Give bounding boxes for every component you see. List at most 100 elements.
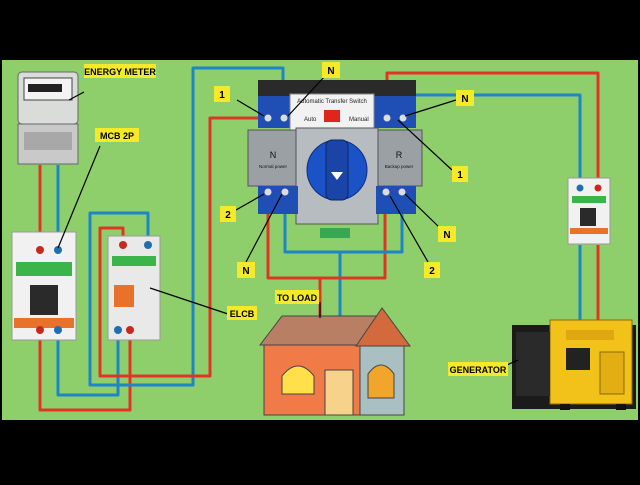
- marker-bottom-2: [424, 262, 440, 278]
- mcb-orange-band: [14, 318, 74, 328]
- to-load-label: TO LOAD: [277, 293, 318, 303]
- mcb-2p-tag: [95, 128, 139, 142]
- elcb-label: ELCB: [230, 309, 255, 319]
- marker-right-n-text: N: [461, 94, 468, 105]
- generator-foot-right: [616, 404, 626, 410]
- wire-load-live-right: [320, 200, 387, 280]
- energy-meter-label: ENERGY METER: [84, 67, 156, 77]
- wire-load-live-left: [266, 200, 322, 318]
- marker-right-n: [456, 90, 474, 106]
- generator-door: [599, 351, 625, 395]
- elcb-brand-strip: [112, 256, 156, 266]
- wire-elcb-ats-live: [98, 116, 264, 378]
- pointer-right-1: [397, 119, 453, 171]
- marker-left-2: [220, 206, 236, 222]
- ats-r-panel-label: R: [396, 150, 403, 160]
- ats-n-panel: [247, 129, 299, 187]
- marker-bottom-n-left: [237, 262, 255, 278]
- marker-right-1: [452, 166, 468, 182]
- ats-r-panel: [375, 129, 423, 187]
- elcb-terminal-bottom-neutral: [114, 326, 122, 334]
- elcb-terminal-bottom-live: [126, 326, 134, 334]
- pointer-mcb-2p: [57, 145, 101, 249]
- house-load: [258, 307, 411, 416]
- wire-load-neutral-left: [283, 200, 342, 318]
- wires: [38, 66, 600, 412]
- gen-mcb-terminal-top-neutral: [576, 184, 584, 192]
- pointer-right-n: [404, 99, 457, 117]
- elcb: [107, 235, 161, 341]
- marker-bottom-n-right: [438, 226, 456, 242]
- meter-terminal-cover: [24, 132, 72, 150]
- pointer-lines: [57, 75, 519, 371]
- generator: [512, 319, 636, 410]
- ats-n-panel-label: N: [270, 150, 277, 160]
- mcb-brand-strip: [16, 262, 72, 276]
- generator-side-panel: [516, 332, 550, 396]
- ats-top-cap: [258, 80, 416, 96]
- generator-tag: [448, 362, 508, 376]
- ats-terminal-2-bottom: [264, 188, 272, 196]
- ats-terminal-1-top: [264, 114, 272, 122]
- house-window-right: [367, 364, 395, 399]
- ats-title: Automatic Transfer Switch: [297, 99, 367, 105]
- elcb-toggle: [114, 285, 134, 307]
- terminal-markers: 1 N N 1 2 N N 2: [214, 62, 474, 278]
- pointer-left-2: [235, 193, 265, 211]
- gen-mcb-toggle: [580, 208, 596, 226]
- ats-auto-label: Auto: [304, 117, 317, 123]
- generator-brand-strip: [566, 330, 614, 340]
- wire-elcb-ats-neutral: [88, 66, 285, 387]
- wire-mcb-elcb-live: [38, 335, 132, 412]
- house-window-left: [281, 365, 315, 395]
- ats-bottom-left-terminals: [258, 186, 298, 214]
- marker-top-n: [322, 62, 340, 78]
- pointer-top-n: [287, 75, 326, 117]
- energy-meter-tag: [84, 64, 156, 78]
- mcb-2p: [11, 231, 77, 341]
- ats-bottom-right-terminals: [376, 186, 416, 214]
- meter-counter: [28, 84, 62, 92]
- elcb-terminal-top-live: [119, 241, 127, 249]
- mcb-2p-label: MCB 2P: [100, 131, 134, 141]
- component-labels: ENERGY METER MCB 2P ELCB TO LOAD GENERAT…: [84, 64, 508, 376]
- pointer-top-left-1: [236, 99, 265, 117]
- ats-terminal-1-top-right: [383, 114, 391, 122]
- house-door: [324, 369, 354, 416]
- marker-top-n-text: N: [327, 66, 334, 77]
- gen-mcb-orange-band: [570, 228, 608, 234]
- generator-foot-left: [560, 404, 570, 410]
- pointer-elcb: [149, 287, 229, 315]
- mcb-terminal-top-live: [36, 246, 44, 254]
- mcb-toggle: [30, 285, 58, 315]
- automatic-transfer-switch: Automatic Transfer Switch Auto Manual N …: [247, 80, 423, 238]
- marker-left-2-text: 2: [225, 210, 231, 221]
- marker-right-1-text: 1: [457, 170, 463, 181]
- wire-mcb-elcb-neutral: [56, 335, 120, 397]
- to-load-tag: [275, 290, 319, 304]
- generator-mcb: [567, 177, 611, 245]
- pointer-bottom-n-right: [404, 193, 441, 229]
- gen-mcb-terminal-top-live: [594, 184, 602, 192]
- ats-terminal-n-bottom: [281, 188, 289, 196]
- ats-terminal-n-top-right: [399, 114, 407, 122]
- marker-bottom-2-text: 2: [429, 266, 435, 277]
- marker-top-left-1: [214, 86, 230, 102]
- ats-normal-power: Normal power: [259, 164, 288, 169]
- marker-bottom-n-right-text: N: [443, 230, 450, 241]
- mcb-terminal-bottom-live: [36, 326, 44, 334]
- marker-top-left-1-text: 1: [219, 90, 225, 101]
- generator-label: GENERATOR: [450, 365, 507, 375]
- ats-knob-handle: [325, 139, 349, 201]
- pointer-energy-meter: [68, 91, 85, 101]
- mcb-terminal-top-neutral: [54, 246, 62, 254]
- house-gable: [355, 307, 411, 347]
- ats-terminal-2-bottom-right: [382, 188, 390, 196]
- elcb-tag: [227, 306, 257, 320]
- pointer-bottom-2: [389, 195, 429, 263]
- elcb-terminal-top-neutral: [144, 241, 152, 249]
- pointer-bottom-n-left: [245, 193, 283, 263]
- ats-mode-switch: [324, 110, 340, 122]
